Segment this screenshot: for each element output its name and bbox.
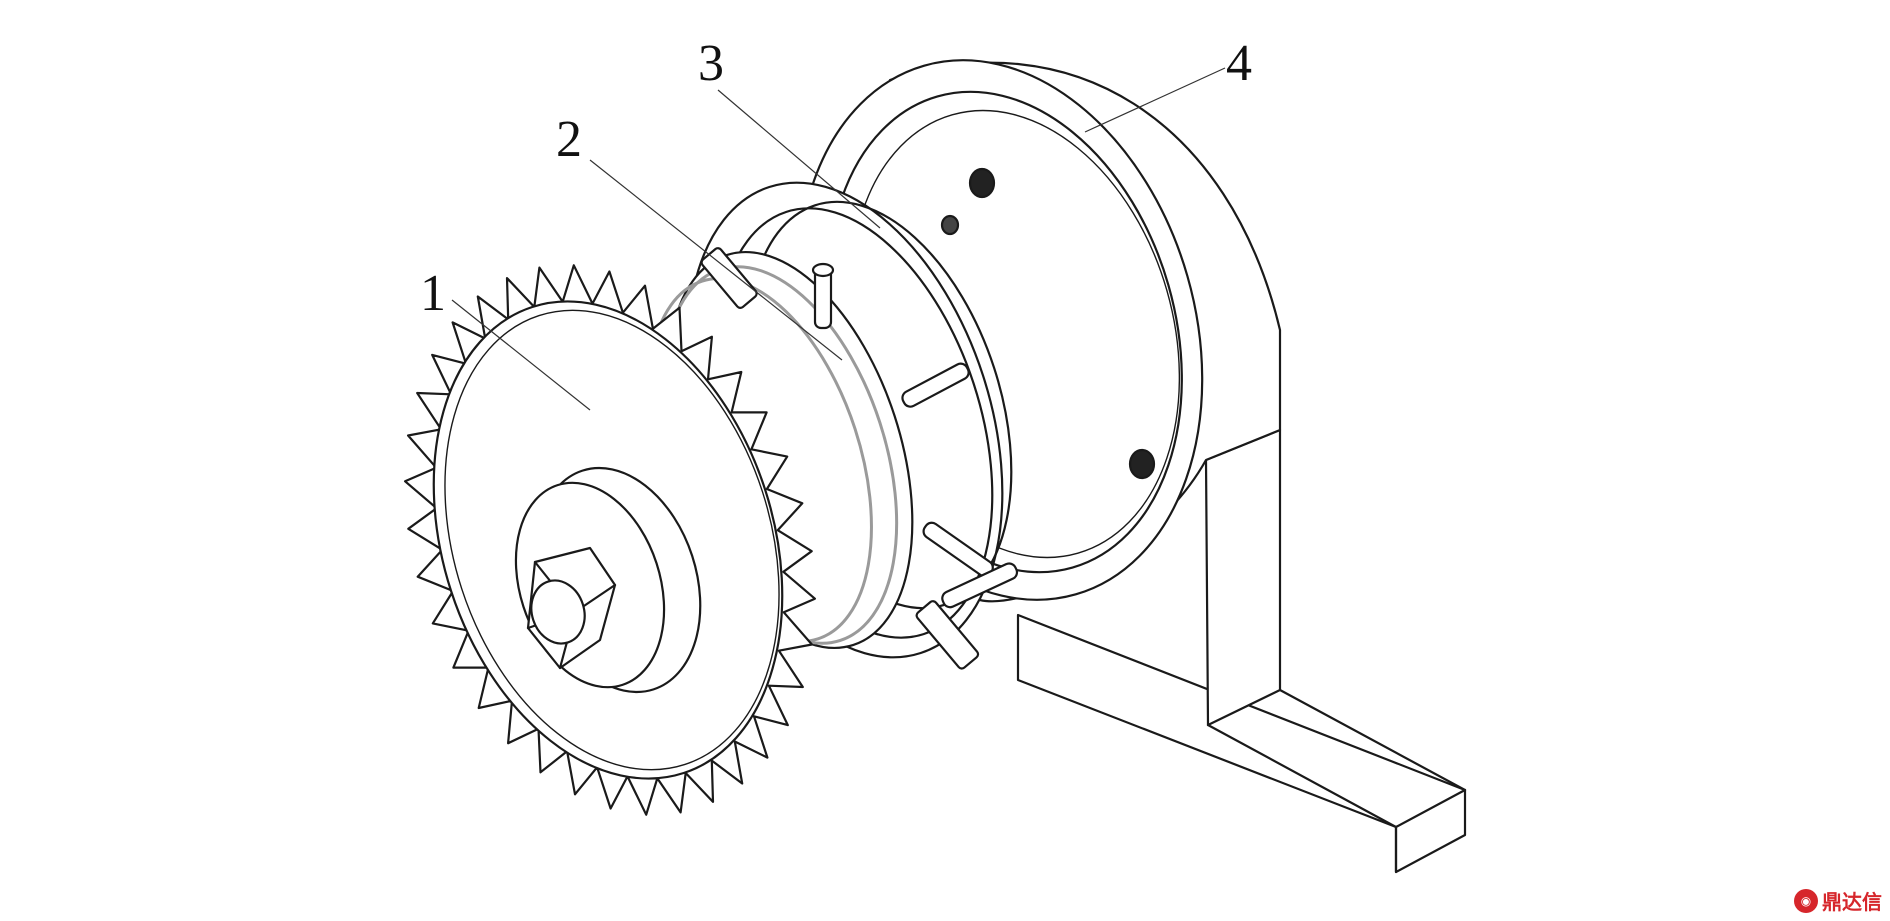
- callout-2: 2: [556, 111, 582, 168]
- watermark-logo-icon: ◉: [1794, 888, 1818, 913]
- callout-4: 4: [1226, 35, 1252, 92]
- leader-lines: [451, 67, 1226, 411]
- watermark-text: 鼎达信: [1822, 890, 1882, 914]
- leader-3: [717, 89, 881, 229]
- watermark: ◉ 鼎达信: [1794, 886, 1882, 915]
- callout-1: 1: [420, 265, 446, 322]
- leader-2: [589, 159, 843, 361]
- leader-1: [451, 299, 591, 411]
- callout-3: 3: [698, 35, 724, 92]
- leader-4: [1084, 67, 1226, 133]
- callouts: 1 2 3 4: [420, 35, 1252, 322]
- sprocket: [404, 264, 816, 816]
